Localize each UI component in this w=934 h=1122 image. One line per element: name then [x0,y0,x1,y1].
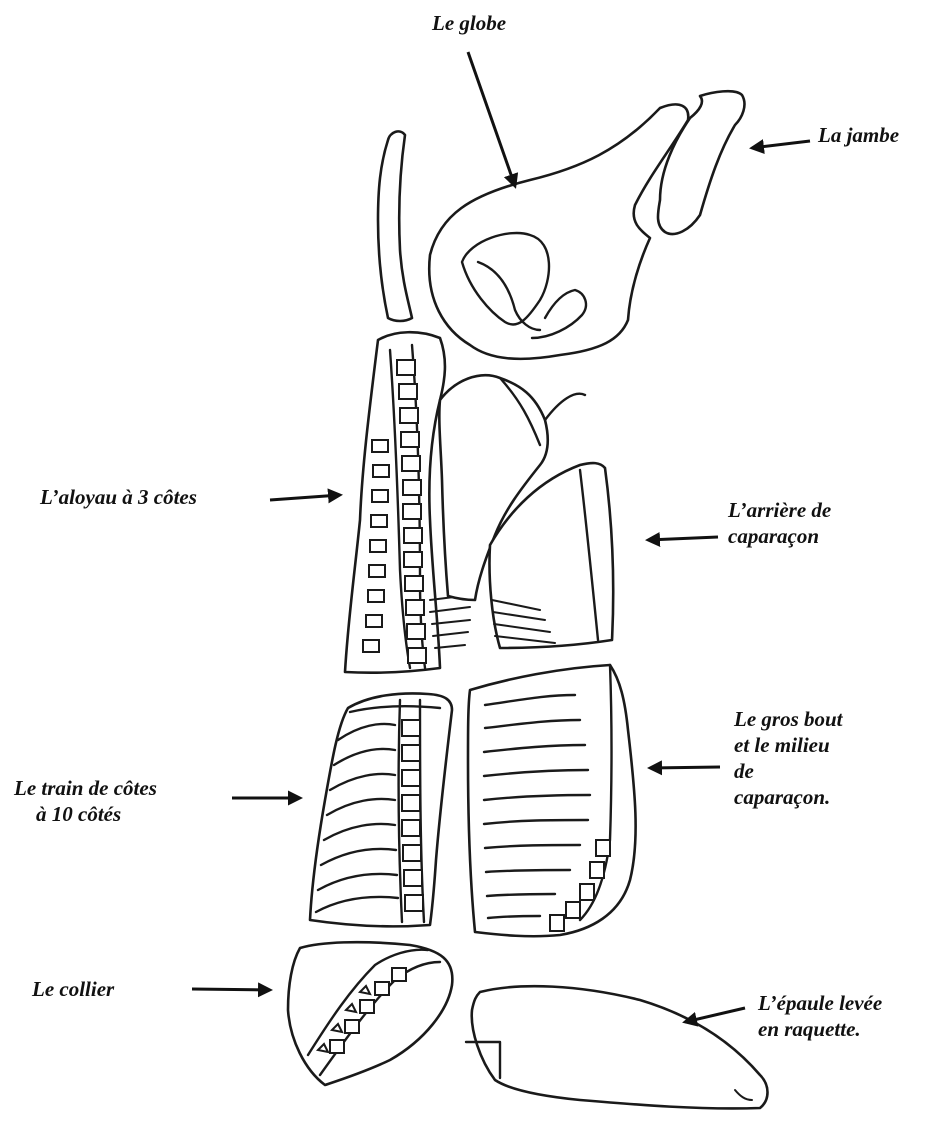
label-train: Le train de côtes à 10 côtés [14,775,157,827]
label-epaule: L’épaule levée en raquette. [758,990,882,1042]
label-arriere: L’arrière de caparaçon [728,497,831,549]
label-train-line1: Le train de côtes [14,775,157,801]
label-jambe-text: La jambe [818,122,899,148]
label-arriere-line1: L’arrière de [728,497,831,523]
label-gros-line3: de [734,758,843,784]
label-epaule-line2: en raquette. [758,1016,882,1042]
label-gros-line4: caparaçon. [734,784,843,810]
arrow-jambe [752,141,810,148]
label-globe-text: Le globe [432,10,506,36]
cut-train-de-cotes [310,693,452,926]
label-jambe: La jambe [818,122,899,148]
label-collier-text: Le collier [32,976,114,1002]
label-collier: Le collier [32,976,114,1002]
label-gros-line2: et le milieu [734,732,843,758]
arrow-epaule [685,1008,745,1022]
label-aloyau-text: L’aloyau à 3 côtes [40,484,197,510]
cut-gros-bout [468,665,636,936]
label-aloyau: L’aloyau à 3 côtes [40,484,197,510]
label-epaule-line1: L’épaule levée [758,990,882,1016]
label-globe: Le globe [432,10,506,36]
arrow-aloyau [270,495,340,500]
arrow-gros [650,767,720,768]
label-train-line2: à 10 côtés [36,801,157,827]
cut-globe [429,104,688,358]
arrow-globe [468,52,515,186]
label-gros: Le gros bout et le milieu de caparaçon. [734,706,843,810]
arrow-arriere [648,537,718,540]
cut-collier [288,942,452,1085]
cut-flank-strip [378,131,412,321]
cut-epaule [466,986,768,1108]
arrow-collier [192,989,270,990]
label-gros-line1: Le gros bout [734,706,843,732]
label-arriere-line2: caparaçon [728,523,831,549]
